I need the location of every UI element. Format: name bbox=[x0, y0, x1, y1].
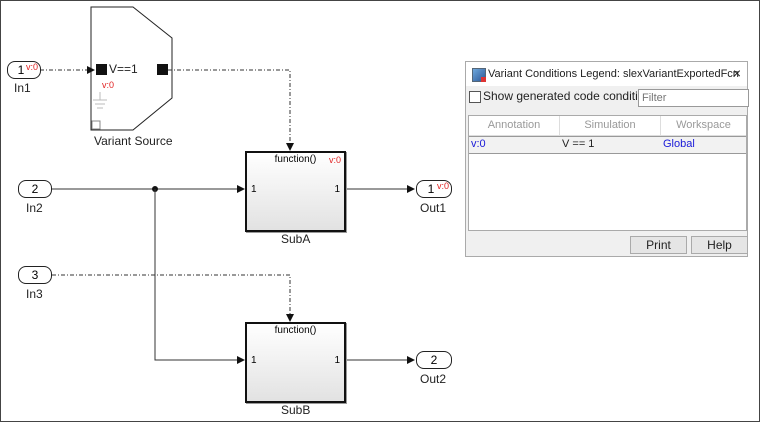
subsystem-label: SubA bbox=[281, 232, 311, 246]
variant-annotation: v:0 bbox=[328, 155, 341, 165]
line-branch-subb bbox=[154, 189, 245, 364]
column-header-simulation[interactable]: Simulation bbox=[560, 116, 661, 136]
variant-annotation: v:0 bbox=[436, 181, 449, 191]
variant-source-block bbox=[90, 6, 173, 131]
trigger-label: function() bbox=[274, 325, 317, 336]
dialog-title: Variant Conditions Legend: slexVariantEx… bbox=[488, 68, 739, 80]
out-port-label: 1 bbox=[334, 355, 340, 366]
outport-label: Out2 bbox=[420, 372, 447, 386]
dialog-titlebar[interactable]: Variant Conditions Legend: slexVariantEx… bbox=[466, 62, 747, 86]
subsystem-subb[interactable]: function() 1 1 bbox=[245, 322, 346, 403]
variant-out-port bbox=[157, 64, 168, 75]
block-icon bbox=[91, 120, 101, 130]
cell-simulation: V == 1 bbox=[562, 138, 595, 150]
variant-in-port bbox=[96, 64, 107, 75]
subsystem-suba[interactable]: function() v:0 1 1 bbox=[245, 151, 346, 232]
port-number: 3 bbox=[31, 268, 39, 282]
port-number: 2 bbox=[430, 353, 438, 367]
simulink-app-icon bbox=[472, 68, 486, 82]
out-port-label: 1 bbox=[334, 184, 340, 195]
inport-label: In3 bbox=[26, 287, 43, 301]
in-port-label: 1 bbox=[251, 184, 257, 195]
cell-workspace: Global bbox=[663, 138, 695, 150]
port-number: 2 bbox=[31, 182, 39, 196]
checkbox-label[interactable]: Show generated code conditions bbox=[483, 89, 658, 103]
inport-in2[interactable]: 2 bbox=[18, 180, 52, 198]
variant-annotation: v:0 bbox=[25, 62, 38, 72]
table-row[interactable]: v:0 V == 1 Global bbox=[469, 136, 746, 154]
subsystem-label: SubB bbox=[281, 403, 311, 417]
in-port-label: 1 bbox=[251, 355, 257, 366]
show-code-conditions-checkbox[interactable] bbox=[469, 91, 481, 103]
column-header-annotation[interactable]: Annotation bbox=[469, 116, 560, 136]
filter-input[interactable] bbox=[638, 89, 749, 107]
variant-condition: V==1 bbox=[109, 62, 138, 76]
legend-table: Annotation Simulation Workspace v:0 V ==… bbox=[468, 115, 747, 231]
help-button[interactable]: Help bbox=[691, 236, 748, 254]
close-icon[interactable]: × bbox=[732, 65, 741, 81]
variant-source-label: Variant Source bbox=[94, 134, 173, 148]
outport-label: Out1 bbox=[420, 201, 447, 215]
variant-annotation: v:0 bbox=[102, 80, 115, 90]
port-number: 1 bbox=[17, 63, 25, 77]
inport-label: In2 bbox=[26, 201, 43, 215]
cell-annotation: v:0 bbox=[471, 138, 486, 150]
variant-legend-dialog: Variant Conditions Legend: slexVariantEx… bbox=[465, 61, 749, 257]
port-number: 1 bbox=[427, 182, 435, 196]
inport-label: In1 bbox=[14, 81, 31, 95]
trigger-label: function() bbox=[274, 154, 317, 165]
outport-out2[interactable]: 2 bbox=[416, 351, 452, 369]
line-variant-suba bbox=[168, 69, 294, 151]
column-header-workspace[interactable]: Workspace bbox=[661, 116, 746, 136]
ground-icon bbox=[93, 92, 107, 109]
line-in3 bbox=[52, 274, 294, 322]
inport-in3[interactable]: 3 bbox=[18, 266, 52, 284]
print-button[interactable]: Print bbox=[630, 236, 687, 254]
